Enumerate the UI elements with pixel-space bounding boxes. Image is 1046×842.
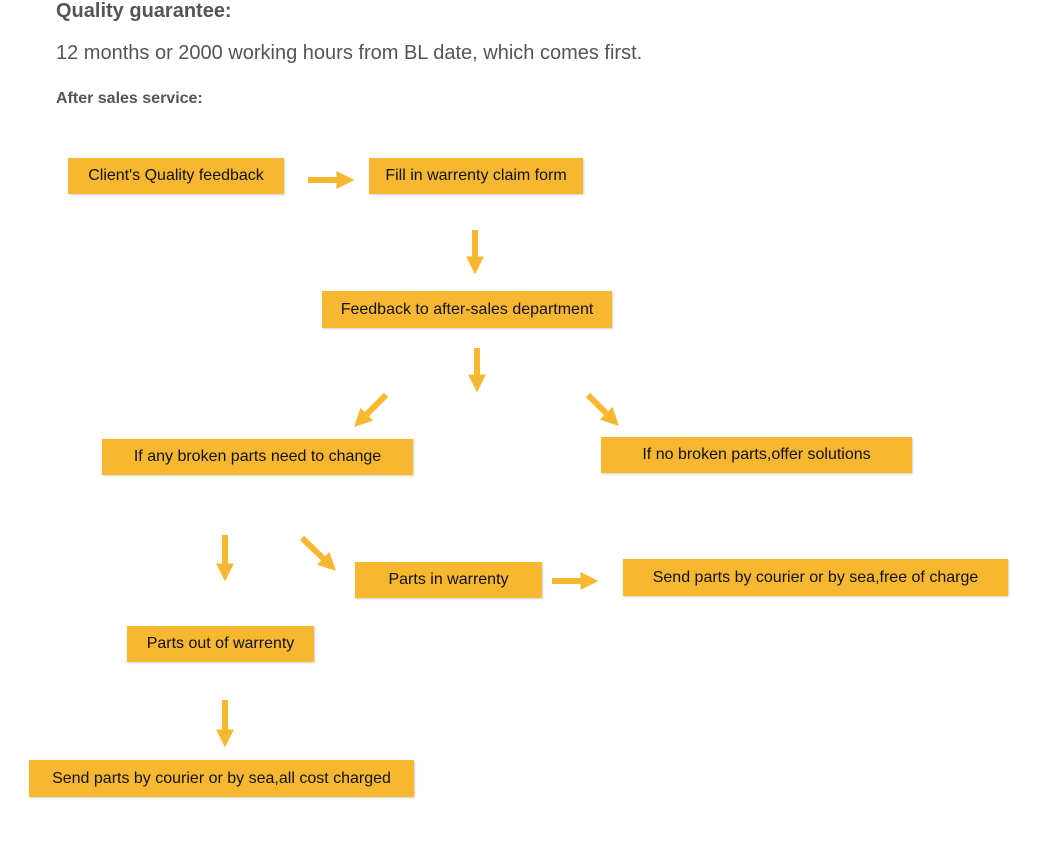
node-parts-in: Parts in warrenty — [355, 562, 542, 598]
node-parts-out: Parts out of warrenty — [127, 626, 314, 662]
node-feedback-dept: Feedback to after-sales department — [322, 291, 612, 328]
node-warranty-claim: Fill in warrenty claim form — [369, 158, 583, 194]
page-title: Quality guarantee: — [56, 0, 232, 22]
node-no-broken: If no broken parts,offer solutions — [601, 437, 912, 473]
section-title: After sales service: — [56, 90, 203, 107]
arrow-down-left-icon — [354, 392, 389, 427]
node-broken-parts: If any broken parts need to change — [102, 439, 413, 475]
warranty-text: 12 months or 2000 working hours from BL … — [56, 42, 643, 64]
node-client-feedback: Client's Quality feedback — [68, 158, 284, 194]
arrow-down-right-icon — [585, 392, 619, 426]
node-charged-shipping: Send parts by courier or by sea,all cost… — [29, 760, 414, 797]
node-free-shipping: Send parts by courier or by sea,free of … — [623, 559, 1008, 596]
arrow-down-right-icon — [299, 535, 337, 571]
